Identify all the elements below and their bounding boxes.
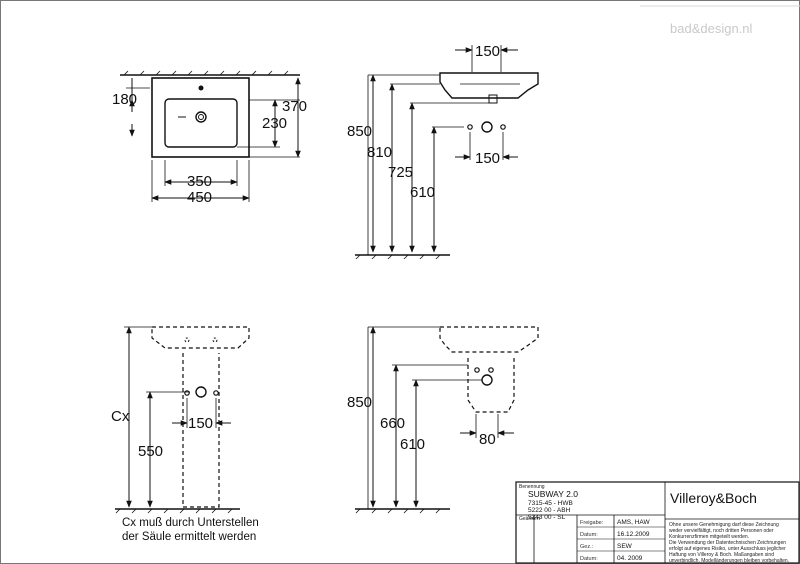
title-block	[515, 481, 800, 564]
title-block-header-label: Benennung	[519, 484, 545, 490]
row-value-date-2: 04. 2009	[617, 555, 643, 562]
dim-150-holes: 150	[475, 150, 500, 167]
row-value-release: AMS, HAW	[617, 519, 650, 526]
changed-label: Geändert	[519, 516, 540, 522]
row-label-drawn: Gez.:	[580, 544, 594, 550]
pipe-hole-left-icon	[467, 124, 473, 130]
disclaimer-line-4: Die Verwendung der Datentechnischen Zeic…	[669, 540, 786, 546]
dim-150-pedestal: 150	[188, 415, 213, 432]
dim-180: 180	[112, 91, 137, 108]
dim-810: 810	[367, 144, 392, 161]
pipe-hole-right-icon	[500, 124, 506, 130]
product-code-2: 5222 00 - ABH	[528, 507, 571, 514]
disclaimer-line-2: weder vervielfältigt, noch dritten Perso…	[669, 528, 774, 534]
basin-outline	[151, 77, 250, 158]
row-value-date-1: 16.12.2009	[617, 531, 650, 538]
product-name: SUBWAY 2.0	[528, 489, 578, 499]
dim-610: 610	[410, 184, 435, 201]
tap-hole-icon	[198, 85, 204, 91]
dim-850: 850	[347, 123, 372, 140]
product-code-3: 5243 00 - SL	[528, 514, 566, 521]
row-value-drawn: SEW	[617, 543, 633, 550]
pedestal-side-outline	[467, 358, 515, 413]
basin-bowl	[164, 98, 238, 148]
dim-350: 350	[187, 173, 212, 190]
dim-725: 725	[388, 164, 413, 181]
disclaimer-line-1: Ohne unsere Genehmigung darf diese Zeich…	[669, 522, 779, 528]
drain-icon	[195, 111, 207, 123]
dim-450: 450	[187, 189, 212, 206]
note-line-2: der Säule ermittelt werden	[122, 531, 256, 543]
dim-cx: Cx	[111, 408, 130, 425]
row-label-date-1: Datum:	[580, 532, 598, 538]
pedestal-outline	[182, 353, 220, 508]
waste-hole-icon	[481, 121, 493, 133]
side-view	[355, 45, 539, 260]
dim-230: 230	[262, 115, 287, 132]
top-view	[120, 70, 301, 202]
watermark-text: bad&design.nl	[670, 21, 753, 36]
watermark-logo: bad&design.nl	[640, 5, 800, 36]
brand-logo: Villeroy&Boch	[670, 490, 757, 506]
basin-profile	[439, 72, 539, 99]
note-line-1: Cx muß durch Unterstellen	[122, 517, 259, 529]
disclaimer-line-3: Konkurrenzfirmen mitgeteilt werden.	[669, 534, 749, 540]
dim-550: 550	[138, 443, 163, 460]
row-label-date-2: Datum:	[580, 556, 598, 562]
dim-660: 660	[380, 415, 405, 432]
disclaimer-line-6: Haftung von Villeroy & Boch. Maßangaben …	[669, 552, 774, 558]
row-label-release: Freigabe:	[580, 520, 604, 526]
disclaimer-line-5: erfolgt auf eigenes Risiko, unter Aussch…	[669, 546, 786, 552]
dim-850-pedestal: 850	[347, 394, 372, 411]
dim-370: 370	[282, 98, 307, 115]
dim-150-top: 150	[475, 43, 500, 60]
pedestal-side-waste-icon	[481, 374, 493, 386]
disclaimer-line-7: unverbindlich. Modelländerungen bleiben …	[669, 558, 789, 564]
pedestal-waste-icon	[195, 386, 207, 398]
side-pedestal-view	[355, 326, 539, 514]
dim-610-pedestal: 610	[400, 436, 425, 453]
product-code-1: 7315-45 - HWB	[528, 500, 573, 507]
front-pedestal-view	[115, 326, 250, 514]
dim-80: 80	[479, 431, 496, 448]
